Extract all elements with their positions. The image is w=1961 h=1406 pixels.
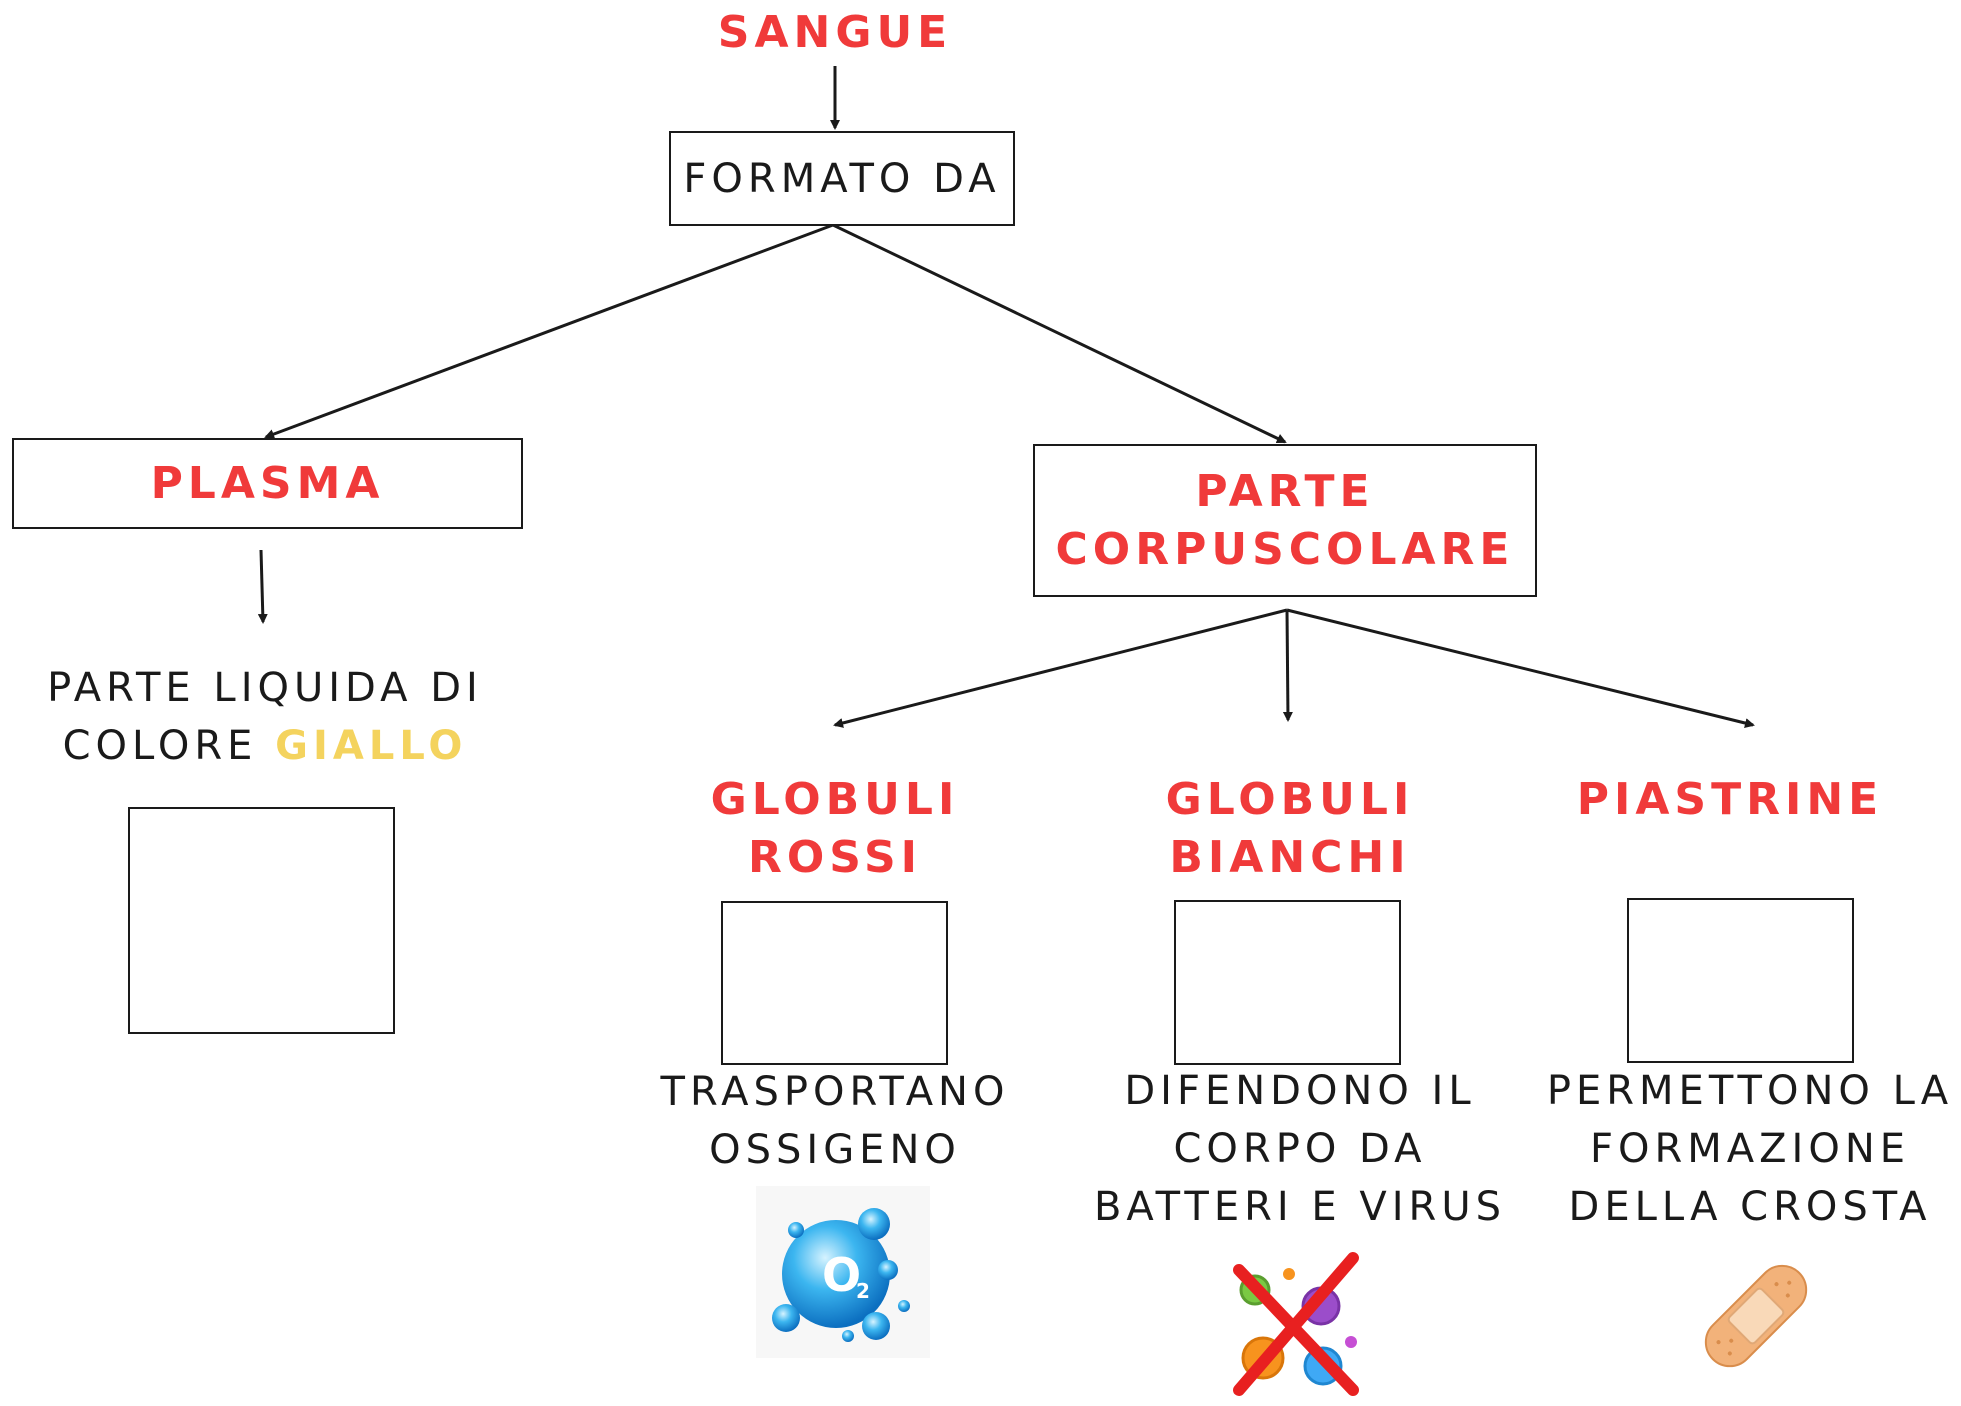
plasma-desc-line1: PARTE LIQUIDA DI	[47, 665, 483, 711]
plasma-box: PLASMA	[12, 438, 523, 529]
arrow-to-plasma	[264, 223, 834, 439]
globuli-rossi-desc-line1: TRASPORTANO	[660, 1069, 1010, 1115]
globuli-rossi-title: GLOBULI ROSSI	[680, 771, 990, 887]
bandage-icon	[1681, 1240, 1831, 1392]
corpuscolare-title-line2: CORPUSCOLARE	[1055, 523, 1515, 575]
globuli-bianchi-desc-line1: DIFENDONO IL	[1124, 1068, 1476, 1114]
globuli-bianchi-empty-box	[1174, 900, 1401, 1065]
arrow-to-piastrine	[1286, 608, 1755, 728]
piastrine-desc-line1: PERMETTONO LA	[1546, 1068, 1954, 1114]
piastrine-desc-line3: DELLA CROSTA	[1568, 1184, 1932, 1230]
globuli-bianchi-title: GLOBULI BIANCHI	[1130, 771, 1450, 887]
plasma-empty-box	[128, 807, 395, 1034]
globuli-rossi-empty-box	[721, 901, 948, 1065]
plasma-title: PLASMA	[150, 457, 385, 509]
svg-text:O: O	[822, 1248, 861, 1302]
connector-label: FORMATO DA	[683, 155, 1001, 202]
arrow-plasma-desc	[257, 549, 268, 624]
globuli-bianchi-title-line2: BIANCHI	[1169, 832, 1411, 883]
svg-text:2: 2	[856, 1279, 870, 1303]
globuli-rossi-title-line2: ROSSI	[747, 832, 923, 883]
corpuscolare-box: PARTE CORPUSCOLARE	[1033, 444, 1537, 597]
globuli-bianchi-description: DIFENDONO IL CORPO DA BATTERI E VIRUS	[1090, 1062, 1510, 1236]
connector-box: FORMATO DA	[669, 131, 1015, 226]
arrow-to-globuli-rossi	[833, 608, 1288, 728]
piastrine-empty-box	[1627, 898, 1854, 1063]
oxygen-molecule-icon: O 2	[756, 1186, 930, 1358]
plasma-desc-prefix: COLORE	[62, 723, 276, 769]
piastrine-title: PIASTRINE	[1570, 771, 1890, 829]
globuli-bianchi-title-line1: GLOBULI	[1165, 774, 1415, 825]
plasma-desc-highlight: GIALLO	[275, 723, 468, 769]
plasma-desc-line2: COLORE GIALLO	[20, 717, 510, 775]
corpuscolare-title-line1: PARTE	[1195, 465, 1375, 517]
arrow-to-globuli-bianchi	[1282, 609, 1293, 722]
arrow-to-corpuscolare	[832, 223, 1287, 444]
globuli-rossi-description: TRASPORTANO OSSIGENO	[640, 1063, 1030, 1179]
root-title: SANGUE	[717, 7, 953, 58]
globuli-bianchi-desc-line2: CORPO DA	[1173, 1126, 1427, 1172]
piastrine-description: PERMETTONO LA FORMAZIONE DELLA CROSTA	[1540, 1062, 1960, 1236]
piastrine-desc-line2: FORMAZIONE	[1589, 1126, 1911, 1172]
globuli-rossi-title-line1: GLOBULI	[710, 774, 960, 825]
piastrine-title-line1: PIASTRINE	[1576, 774, 1884, 825]
globuli-rossi-desc-line2: OSSIGENO	[709, 1127, 961, 1173]
plasma-description: PARTE LIQUIDA DI COLORE GIALLO	[20, 659, 510, 775]
globuli-bianchi-desc-line3: BATTERI E VIRUS	[1093, 1184, 1507, 1230]
crossed-out-germs-icon	[1225, 1250, 1367, 1402]
